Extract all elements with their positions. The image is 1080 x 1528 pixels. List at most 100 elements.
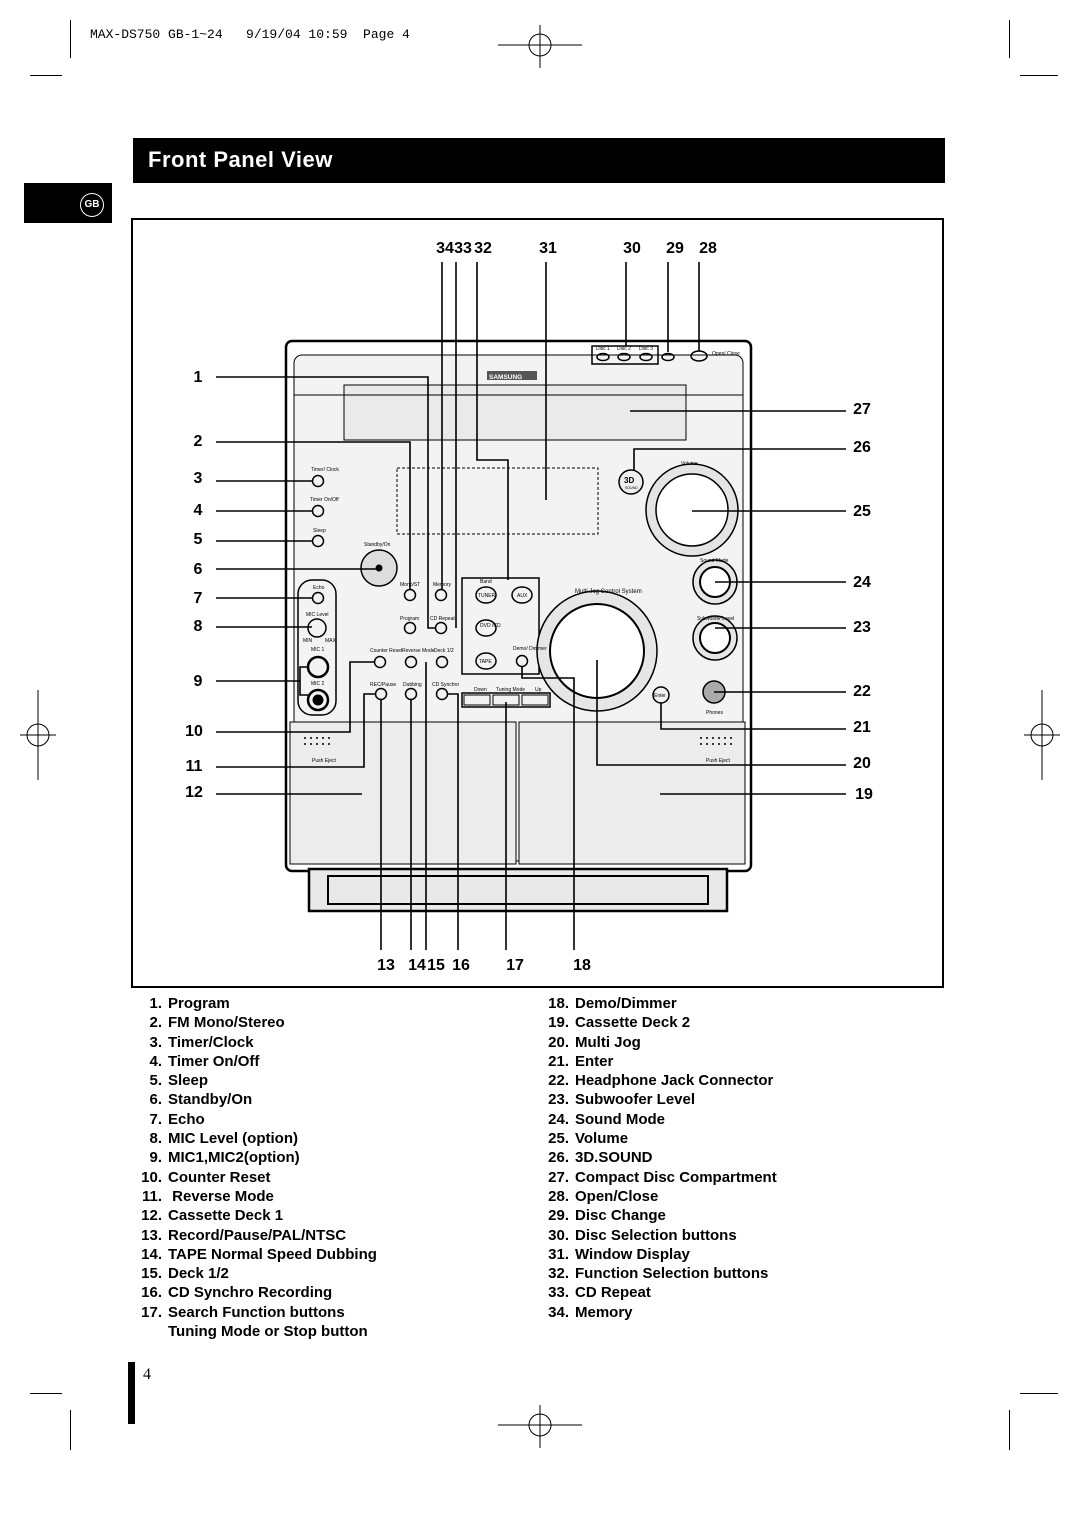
callout-15: 15 (427, 957, 445, 974)
3d-sound-label: SOUND (625, 486, 638, 490)
callout-17: 17 (506, 957, 524, 974)
page-title: Front Panel View (148, 147, 333, 172)
callout-20: 20 (853, 755, 871, 772)
legend-item: 32.Function Selection buttons (548, 1265, 769, 1283)
min-label: MIN (303, 638, 313, 644)
callout-5: 5 (193, 531, 203, 548)
panel-labels: Disc 1 Disc 2 Disc 3 Open/ Close SAMSUNG… (303, 346, 740, 764)
phones-label: Phones (706, 710, 723, 716)
tuner-button (475, 586, 497, 604)
legend-item: 13.Record/Pause/PAL/NTSC (141, 1226, 347, 1244)
callout-8: 8 (193, 618, 203, 635)
tape-button (475, 652, 497, 670)
subwoofer-label: Subwoofer Level (697, 616, 734, 622)
callout-14: 14 (408, 957, 426, 974)
legend-item: 31.Window Display (548, 1245, 690, 1263)
callout-29: 29 (666, 240, 684, 257)
legend-right: 18.Demo/Dimmer 19.Cassette Deck 2 20.Mul… (537, 994, 777, 1322)
max-label: MAX (325, 638, 337, 644)
crop-mark (1020, 1393, 1058, 1394)
up-label: Up (535, 687, 542, 693)
volume-knob (655, 473, 729, 547)
legend-item: 21.Enter (548, 1052, 614, 1070)
callout-6: 6 (193, 561, 203, 578)
legend-item: 12.Cassette Deck 1 (141, 1207, 284, 1225)
crop-mark (30, 75, 62, 76)
legend-item: 25.Volume (548, 1130, 629, 1148)
callout-27: 27 (853, 401, 871, 418)
crop-mark (1009, 20, 1010, 58)
samsung-logo (487, 371, 537, 380)
legend-item: 9.MIC1,MIC2(option) (149, 1149, 300, 1167)
legend-item: 10.Counter Reset (141, 1168, 271, 1186)
program-button (403, 621, 417, 635)
legend-item: 7.Echo (149, 1110, 205, 1128)
brand-label: SAMSUNG (489, 374, 522, 381)
legend-item: 27.Compact Disc Compartment (548, 1168, 777, 1186)
callout-16: 16 (452, 957, 470, 974)
crop-mark (70, 20, 71, 58)
tuner-label: TUNER (478, 593, 496, 599)
display-window (396, 467, 599, 535)
callout-18: 18 (573, 957, 591, 974)
legend-item: Tuning Mode or Stop button (168, 1323, 368, 1341)
mic-level-label: MIC Level (306, 612, 329, 618)
volume-label: Volume (681, 461, 698, 467)
callout-31: 31 (539, 240, 557, 257)
callout-3: 3 (193, 470, 203, 487)
legend-left: 1.Program 2.FM Mono/Stereo 3.Timer/Clock… (130, 994, 377, 1341)
timer-onoff-button (311, 504, 325, 518)
callout-26: 26 (853, 439, 871, 456)
3d-label: 3D (624, 476, 634, 485)
legend-item: 18.Demo/Dimmer (548, 995, 677, 1012)
legend-item: 5.Sleep (149, 1072, 209, 1090)
rec-pause-label: REC/Pause (370, 682, 396, 688)
legend-item: 2.FM Mono/Stereo (149, 1014, 285, 1032)
language-badge: GB (80, 193, 104, 217)
crop-mark (1009, 1410, 1010, 1450)
page-number: 4 (143, 1366, 151, 1383)
legend-item: 24.Sound Mode (548, 1110, 665, 1128)
program-label: Program (400, 616, 419, 622)
mono-st-label: Mono/ST (400, 582, 420, 588)
down-label: Down (474, 687, 487, 693)
callout-7: 7 (193, 590, 203, 607)
tuning-mode-label: Tuning Mode (496, 687, 525, 693)
legend-item: 29.Disc Change (548, 1207, 666, 1225)
3d-sound-button (618, 469, 644, 495)
legend-item: 33.CD Repeat (548, 1284, 651, 1302)
memory-label: Memory (433, 582, 452, 588)
legend-item: 28.Open/Close (548, 1187, 659, 1205)
leader-lines (216, 262, 846, 950)
callout-24: 24 (853, 574, 871, 591)
print-header: MAX-DS750 GB-1~24 9/19/04 10:59 Page 4 (90, 27, 410, 42)
subwoofer-knob (699, 622, 731, 654)
callout-34: 34 (436, 240, 454, 257)
legend-item: 30.Disc Selection buttons (548, 1226, 737, 1244)
callout-33: 33 (454, 240, 472, 257)
legend-item: 14.TAPE Normal Speed Dubbing (141, 1245, 377, 1263)
timer-onoff-label: Timer On/Off (310, 497, 339, 503)
push-eject-label-2: Push Eject (706, 758, 731, 764)
push-eject-label-1: Push Eject (312, 758, 337, 764)
aux-label: AUX (517, 593, 528, 599)
callout-21: 21 (853, 719, 871, 736)
deck12-label: Deck 1/2 (434, 648, 454, 654)
mic-level-knob (307, 618, 327, 638)
legend-item: 34.Memory (548, 1303, 633, 1321)
reverse-mode-button (404, 655, 418, 669)
legend-item: 6.Standby/On (149, 1091, 253, 1109)
dvd-cd-button (475, 619, 497, 637)
legend-item: 15.Deck 1/2 (141, 1265, 229, 1283)
memory-button (434, 588, 448, 602)
crop-mark (1020, 75, 1058, 76)
callout-13: 13 (377, 957, 395, 974)
callout-28: 28 (699, 240, 717, 257)
sleep-button (311, 534, 325, 548)
title-bar (133, 138, 945, 183)
legend-item: 3.Timer/Clock (149, 1033, 254, 1051)
legend-item: 1.Program (149, 995, 230, 1012)
sound-mode-label: Sound Mode (700, 558, 729, 564)
deck12-button (435, 655, 449, 669)
callout-30: 30 (623, 240, 641, 257)
